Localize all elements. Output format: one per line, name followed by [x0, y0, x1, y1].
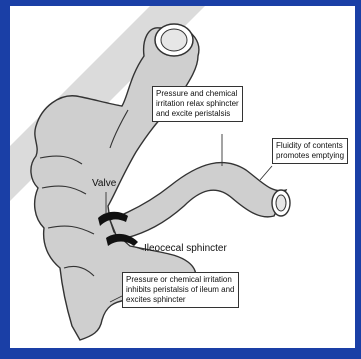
callout-relax-sphincter: Pressure and chemical irritation relax s…: [152, 86, 243, 122]
ileum-shape: [110, 163, 286, 240]
diagram-panel: Pressure and chemical irritation relax s…: [10, 6, 355, 348]
ileocecal-sphincter-label: Ileocecal sphincter: [144, 243, 227, 254]
ileum-opening-inner: [276, 195, 286, 211]
colon-lumen-inner: [161, 29, 187, 51]
leader-line: [260, 166, 272, 180]
callout-inhibit: Pressure or chemical irritation inhibits…: [122, 272, 239, 308]
valve-label: Valve: [92, 178, 116, 189]
callout-fluidity: Fluidity of contents promotes emptying: [272, 138, 348, 164]
